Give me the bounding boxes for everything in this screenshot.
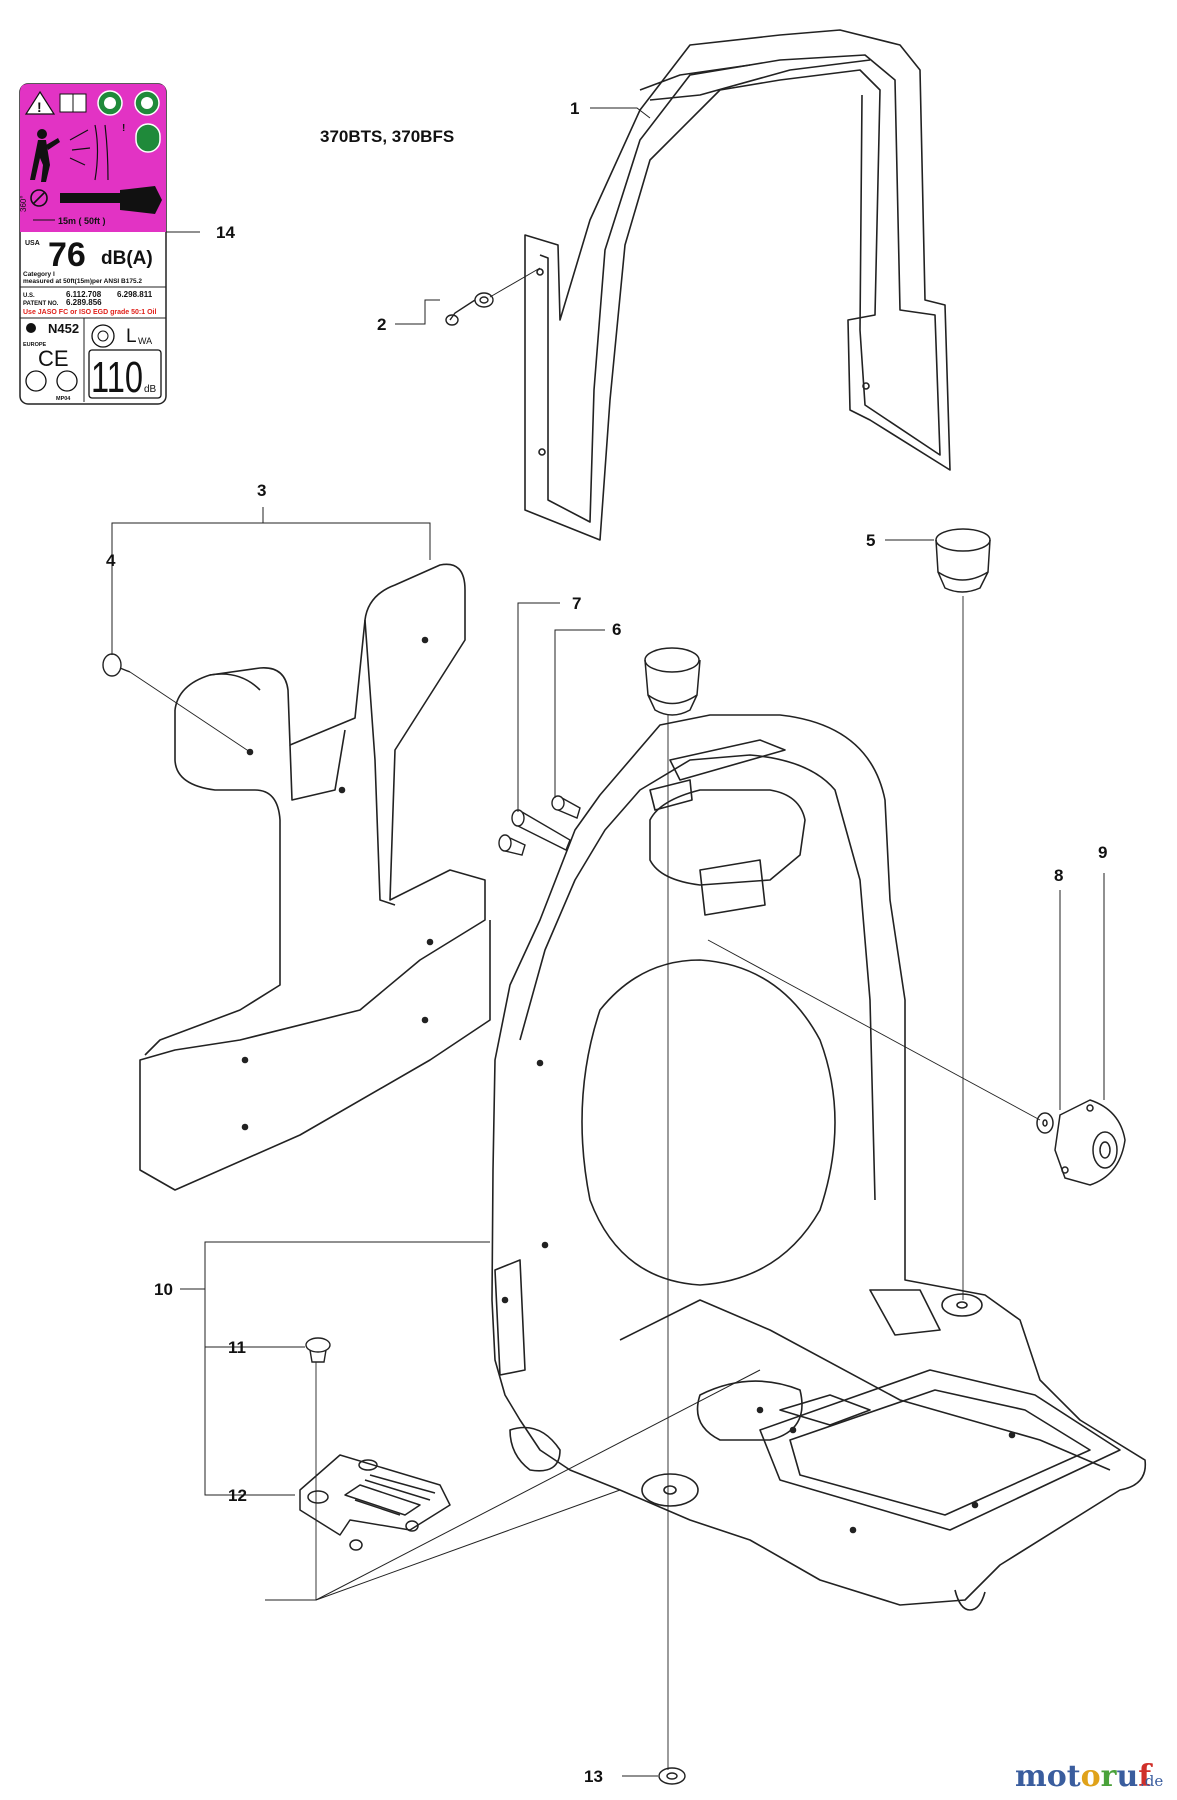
- part-10-backplate: [491, 714, 1147, 1611]
- leader-lines: [111, 107, 1105, 1777]
- callout-1: 1: [570, 99, 579, 118]
- part-4-rivet: [102, 653, 251, 753]
- label-ce: CE: [38, 346, 69, 371]
- model-title: 370BTS, 370BFS: [320, 127, 454, 146]
- part-cap-secondary: [644, 647, 701, 1770]
- part-1-frame: [524, 29, 951, 541]
- label-patent-1: 6.112.708: [66, 290, 102, 299]
- callout-12: 12: [228, 1486, 247, 1505]
- callout-11: 11: [228, 1338, 246, 1357]
- part-12-foot: [299, 1454, 451, 1551]
- label-db-unit: dB(A): [101, 248, 153, 269]
- label-europe: EUROPE: [23, 342, 47, 348]
- part-13-foot-cap: [658, 1767, 686, 1785]
- label-usa: USA: [25, 240, 40, 247]
- sound-power-icon: [91, 324, 115, 348]
- callout-2: 2: [377, 315, 386, 334]
- part-8-9-mount: [707, 939, 1126, 1186]
- svg-text:!: !: [37, 99, 42, 115]
- callout-6: 6: [612, 620, 621, 639]
- blower-tube-icon: [60, 193, 120, 203]
- no-entry-icon: [30, 189, 48, 207]
- callout-10: 10: [154, 1280, 173, 1299]
- watermark-domain: .de: [1140, 1772, 1163, 1790]
- callout-9: 9: [1098, 843, 1107, 862]
- label-us: U.S.: [23, 293, 35, 299]
- part-14-warning-label: ! ! 360° 15m ( 50ft ) USA 76: [19, 83, 167, 405]
- callout-13: 13: [584, 1767, 603, 1786]
- label-patent-2: 6.298.811: [117, 290, 153, 299]
- label-measured: measured at 50ft(15m)per ANSI B175.2: [23, 278, 142, 285]
- warning-triangle-icon: [24, 90, 56, 115]
- operator-figure-icon: [30, 129, 60, 182]
- label-lwa-value: 110: [91, 353, 143, 402]
- callout-14: 14: [216, 223, 235, 242]
- callout-3: 3: [257, 481, 266, 500]
- part-5-cap: [935, 528, 991, 1300]
- watermark: motoruf .de: [1015, 1759, 1163, 1794]
- label-db-value: 76: [48, 236, 86, 274]
- angle-text: 360°: [19, 195, 28, 212]
- blower-icon: [120, 186, 162, 214]
- label-oil-note: Use JASO FC or ISO EGD grade 50:1 Oil: [23, 309, 156, 316]
- part-3-back-pad: [139, 563, 491, 1191]
- svg-text:!: !: [122, 123, 125, 134]
- label-lwa-unit: dB: [144, 384, 157, 395]
- label-lwa: L: [126, 326, 137, 347]
- part-6-7-bolts: [498, 795, 581, 856]
- label-lwa-sub: WA: [138, 336, 152, 346]
- callout-8: 8: [1054, 866, 1063, 885]
- distance-text: 15m ( 50ft ): [58, 216, 106, 226]
- registered-icon: [26, 323, 36, 333]
- part-11-screw: [305, 1337, 331, 1600]
- callout-numbers: 1 2 3 4 5 6 7 8 9 10 11 12 13 14: [106, 99, 1107, 1786]
- callout-7: 7: [572, 594, 581, 613]
- pg-certification-icon: [56, 370, 78, 392]
- label-n452: N452: [48, 321, 79, 336]
- gloves-icon: [135, 123, 161, 153]
- svg-text:motoruf: motoruf: [1015, 1759, 1153, 1794]
- callout-4: 4: [106, 551, 116, 570]
- label-category: Category I: [23, 271, 55, 278]
- callout-5: 5: [866, 531, 875, 550]
- label-patent: PATENT NO.: [23, 301, 59, 307]
- part-2-screw: [445, 267, 541, 326]
- label-mp04: MP04: [56, 396, 71, 402]
- tree-debris-icon: [69, 124, 109, 181]
- certification-icon: [25, 370, 47, 392]
- label-patent-3: 6.289.856: [66, 298, 102, 307]
